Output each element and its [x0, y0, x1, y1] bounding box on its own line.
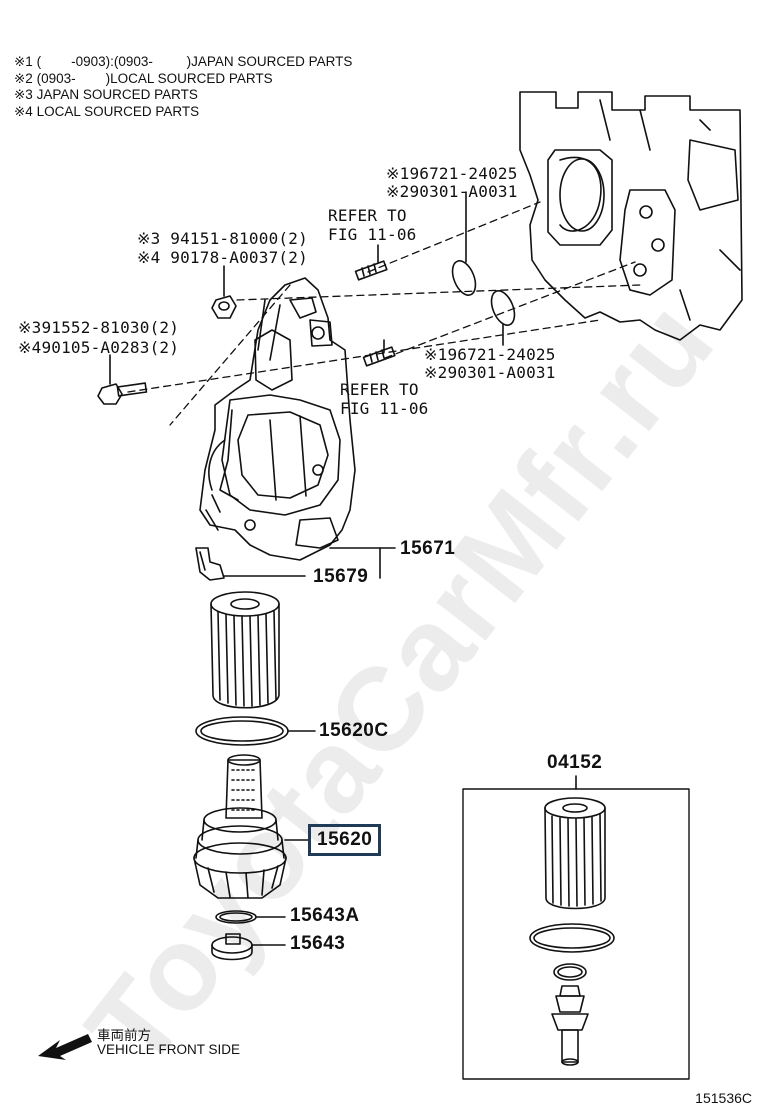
label-housing[interactable]: 15671 [400, 538, 456, 559]
kit-o-ring-large [529, 923, 615, 953]
oil-filter-housing [199, 277, 356, 561]
label-stud-2[interactable]: ※4 90178-A0037(2) [137, 248, 308, 267]
bracket [195, 547, 225, 581]
note-2: ※2 (0903- )LOCAL SOURCED PARTS [14, 70, 273, 86]
label-bolt-2[interactable]: ※490105-A0283(2) [18, 338, 180, 357]
label-refer-upper-1[interactable]: REFER TO [328, 206, 407, 225]
engine-block [519, 91, 743, 341]
vehicle-front-en: VEHICLE FRONT SIDE [97, 1042, 241, 1057]
stud-bolt-lower [362, 346, 396, 367]
label-kit[interactable]: 04152 [547, 752, 603, 773]
lower-o-ring [490, 290, 516, 326]
label-refer-lower-2[interactable]: FIG 11-06 [340, 399, 429, 418]
kit-filter-element [544, 797, 606, 910]
label-o-ring-large[interactable]: 15620C [319, 720, 389, 741]
note-3: ※3 JAPAN SOURCED PARTS [14, 87, 198, 102]
label-refer-lower-1[interactable]: REFER TO [340, 380, 419, 399]
label-upper-gasket-2[interactable]: ※290301-A0031 [386, 182, 518, 201]
nut [211, 295, 237, 319]
figure-number: 151536C [695, 1090, 752, 1106]
stud-bolt-upper [354, 260, 388, 281]
label-drain-plug[interactable]: 15643 [290, 933, 346, 954]
label-filter-cap[interactable]: 15620 [308, 824, 382, 856]
note-1: ※1 ( -0903):(0903- )JAPAN SOURCED PARTS [14, 54, 353, 69]
bolt [97, 382, 148, 405]
label-upper-gasket-1[interactable]: ※196721-24025 [386, 164, 518, 183]
note-4: ※4 LOCAL SOURCED PARTS [14, 103, 200, 119]
kit-drain-element [551, 985, 589, 1066]
label-lower-gasket-1[interactable]: ※196721-24025 [424, 345, 556, 364]
label-o-ring-small[interactable]: 15643A [290, 905, 360, 926]
oil-filter-element [210, 591, 280, 709]
label-bracket[interactable]: 15679 [313, 566, 369, 587]
assembly-lines [127, 201, 641, 426]
label-refer-upper-2[interactable]: FIG 11-06 [328, 225, 417, 244]
notes-legend: ※1 ( -0903):(0903- )JAPAN SOURCED PARTS … [14, 54, 352, 120]
label-bolt-1[interactable]: ※391552-81030(2) [18, 318, 180, 337]
vehicle-front-arrow-icon [38, 1034, 92, 1060]
filter-cap [193, 754, 287, 899]
label-lower-gasket-2[interactable]: ※290301-A0031 [424, 363, 556, 382]
label-stud-1[interactable]: ※3 94151-81000(2) [137, 229, 308, 248]
vehicle-front-jp: 車両前方 [97, 1028, 151, 1043]
kit-o-ring-small [553, 963, 587, 981]
upper-o-ring [451, 260, 477, 296]
